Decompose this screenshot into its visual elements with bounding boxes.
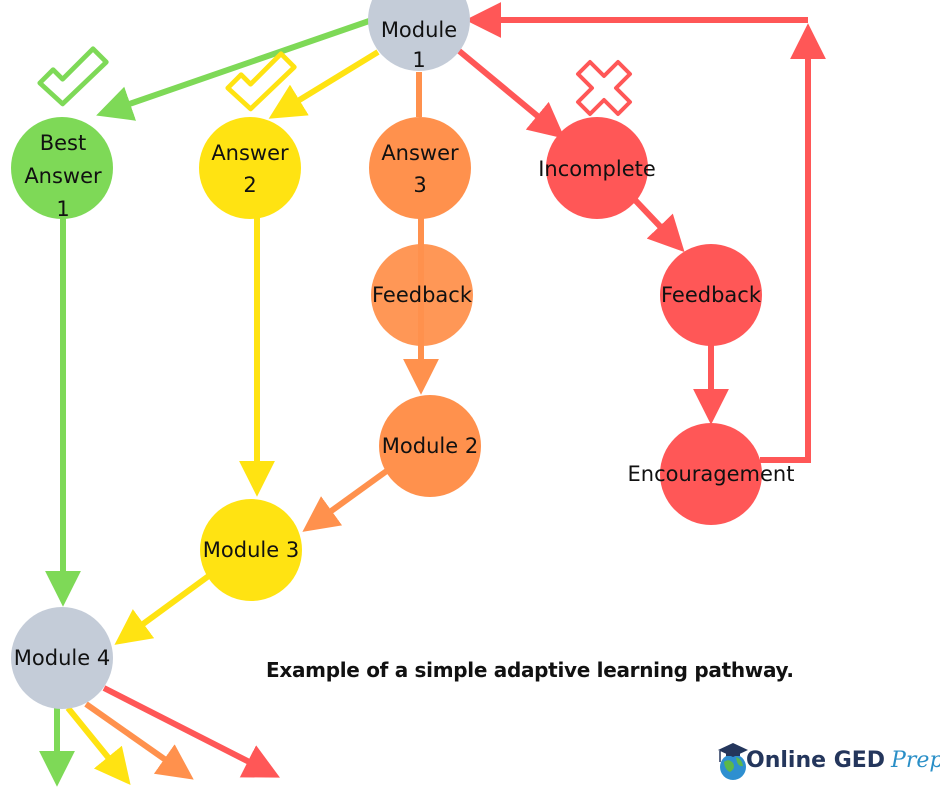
- node-module1: Module 1: [368, 0, 470, 72]
- edge-module1-to-best-answer: [96, 17, 373, 121]
- edge-module1-to-answer2: [268, 49, 380, 119]
- nodes: Module1BestAnswer1Answer2Answer3Incomple…: [11, 0, 794, 709]
- node-circle: [369, 117, 471, 219]
- edge-module3-to-module4: [114, 572, 212, 645]
- edge-incomplete-to-feedback: [632, 197, 685, 253]
- edge-module4-out-orange: [84, 701, 194, 780]
- node-label: Encouragement: [628, 462, 795, 486]
- node-module3: Module 3: [200, 499, 302, 601]
- node-label: Module 4: [14, 646, 110, 670]
- node-encouragement: Encouragement: [628, 423, 795, 525]
- caption: Example of a simple adaptive learning pa…: [266, 658, 794, 682]
- node-module2: Module 2: [379, 395, 481, 497]
- edge-module2-to-module3: [302, 467, 390, 532]
- node-circle: [11, 117, 113, 219]
- check-icon: [37, 46, 109, 107]
- node-feedback-orange: Feedback: [371, 244, 473, 346]
- node-circle: [660, 423, 762, 525]
- globe-graduation-cap-icon: [718, 743, 748, 780]
- node-circle: [199, 117, 301, 219]
- node-feedback-red: Feedback: [660, 244, 762, 346]
- node-label: Incomplete: [538, 157, 656, 181]
- edge-module4-out-red: [102, 685, 280, 778]
- edge-encouragement-loop-up: [760, 23, 826, 463]
- node-label: Feedback: [661, 283, 762, 307]
- node-answer2: Answer 2: [199, 117, 301, 219]
- node-label: Answer: [24, 164, 102, 188]
- node-label: 3: [413, 173, 426, 197]
- logo-name: Online GED: [746, 748, 886, 773]
- node-label: 2: [243, 173, 256, 197]
- online-ged-prep-logo: Online GEDPrepTM: [716, 740, 940, 784]
- edge-module1-to-incomplete: [456, 47, 565, 139]
- logo-prep: Prep: [891, 748, 940, 773]
- node-circle: [546, 117, 648, 219]
- node-incomplete: Incomplete: [538, 117, 656, 219]
- node-circle: [11, 607, 113, 709]
- logo-text: Online GEDPrepTM: [746, 748, 940, 773]
- node-answer3: Answer 3: [369, 117, 471, 219]
- node-circle: [200, 499, 302, 601]
- node-label: Module 3: [203, 538, 299, 562]
- edge-module4-out-yellow: [65, 706, 131, 786]
- node-label: Module 2: [382, 434, 478, 458]
- node-label: Best: [40, 131, 87, 155]
- check-icon: [225, 51, 297, 112]
- node-label: 1: [56, 197, 69, 221]
- node-label: Answer: [381, 141, 459, 165]
- node-circle: [660, 244, 762, 346]
- node-label: Feedback: [372, 283, 473, 307]
- node-circle: [371, 244, 473, 346]
- node-module4: Module 4: [11, 607, 113, 709]
- node-label: Module: [381, 18, 457, 42]
- x-icon: [576, 60, 632, 116]
- node-label: Answer: [211, 141, 289, 165]
- node-circle: [368, 0, 470, 71]
- node-circle: [379, 395, 481, 497]
- node-label: 1: [412, 48, 425, 72]
